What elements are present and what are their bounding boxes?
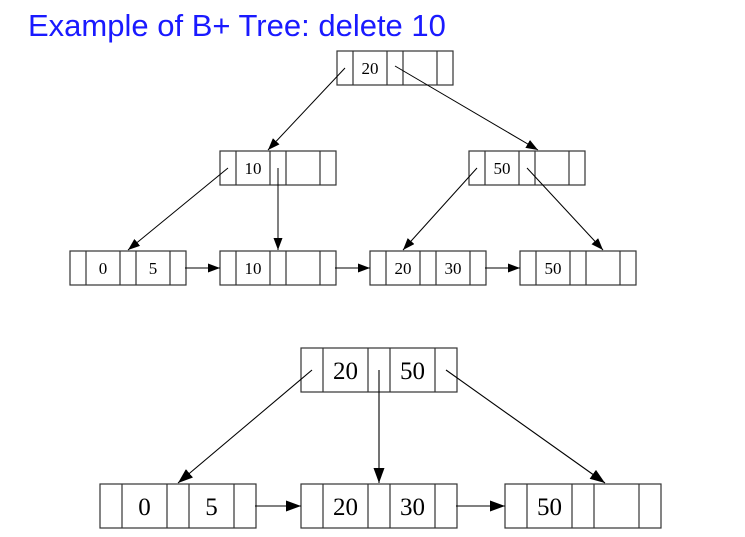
node-key: 20 [395,259,412,278]
before-arrow-internal-2-to-leaf-3 [402,167,478,251]
before-arrow-root-to-internal-1 [267,67,346,151]
before-internal-node-1: 10 [219,150,337,186]
node-border [336,50,454,86]
node-key: 50 [545,259,562,278]
node-key: 5 [149,259,158,278]
node-key: 5 [205,494,218,521]
node-border [99,483,257,529]
after-leaf-node-3: 50 [504,483,662,529]
node-key: 50 [537,494,562,521]
node-border [300,483,458,529]
node-key: 0 [99,259,108,278]
slide-title: Example of B+ Tree: delete 10 [28,8,446,43]
before-arrow-internal-1-to-leaf-1 [127,167,229,251]
node-border [504,483,662,529]
node-key: 10 [245,159,262,178]
before-arrow-root-to-internal-2 [394,65,539,151]
after-arrow-root-to-leaf-3 [445,369,606,484]
after-arrow-root-to-leaf-1 [177,369,313,484]
node-border [519,250,637,286]
node-border [468,150,586,186]
before-internal-node-2: 50 [468,150,586,186]
node-key: 30 [400,494,425,521]
node-key: 0 [138,494,151,521]
node-key: 30 [445,259,462,278]
before-arrow-internal-2-to-leaf-4 [526,167,604,251]
before-root-node: 20 [336,50,454,86]
node-key: 20 [362,59,379,78]
node-key: 50 [400,358,425,385]
node-border [69,250,187,286]
node-border [369,250,487,286]
node-key: 50 [494,159,511,178]
node-border [219,250,337,286]
before-leaf-node-4: 50 [519,250,637,286]
before-leaf-node-2: 10 [219,250,337,286]
node-key: 20 [333,494,358,521]
node-key: 10 [245,259,262,278]
node-key: 20 [333,358,358,385]
